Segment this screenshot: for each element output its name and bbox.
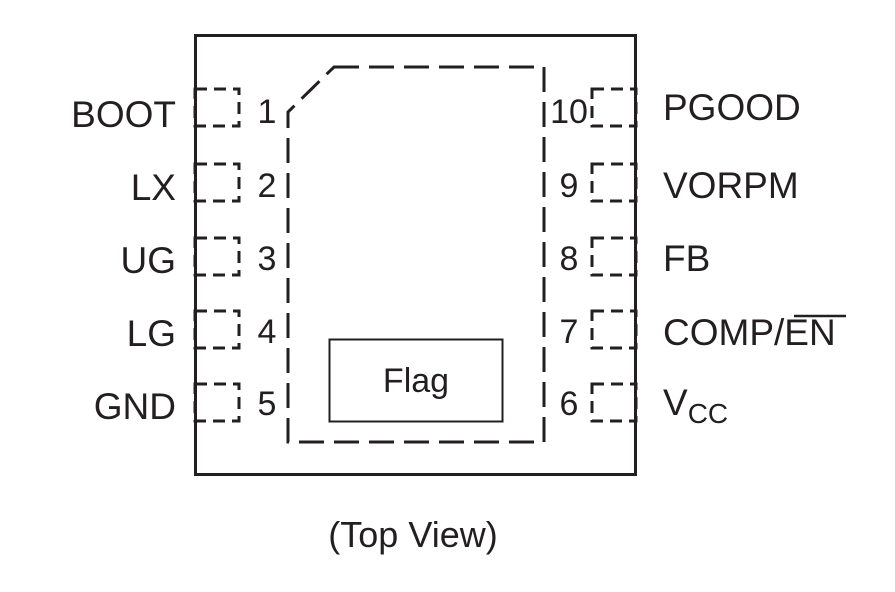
pin-pad bbox=[590, 382, 638, 423]
view-caption: (Top View) bbox=[328, 514, 497, 555]
pin-number: 1 bbox=[258, 93, 277, 131]
pin-name-subscript: CC bbox=[688, 398, 728, 429]
pin-number: 7 bbox=[560, 313, 579, 351]
pin-10-right: 10 PGOOD bbox=[550, 87, 801, 131]
pin-name: GND bbox=[94, 386, 176, 427]
pin-name-vcc: VCC bbox=[663, 382, 728, 429]
pin-9-right: 9 VORPM bbox=[560, 162, 799, 206]
pin-name: V bbox=[663, 382, 688, 423]
pin-5-left: 5 GND bbox=[94, 382, 277, 427]
pin-pad bbox=[193, 382, 241, 423]
pin-3-left: 3 UG bbox=[121, 236, 277, 281]
pin-number: 4 bbox=[258, 313, 277, 351]
pin-name: FB bbox=[663, 238, 710, 279]
pin-name-overbar-text: EN bbox=[784, 312, 835, 353]
pin-1-left: 1 BOOT bbox=[71, 87, 277, 135]
pin-number: 3 bbox=[258, 240, 277, 278]
pin-name: LG bbox=[127, 313, 176, 354]
pin-number: 2 bbox=[258, 167, 277, 205]
pin-number: 8 bbox=[560, 240, 579, 278]
pin-2-left: 2 LX bbox=[131, 162, 277, 208]
pin-pad bbox=[193, 309, 241, 350]
pin-name-comp-en: COMP/EN bbox=[663, 312, 836, 353]
flag-box bbox=[328, 338, 504, 423]
pin-name: PGOOD bbox=[663, 87, 801, 128]
pin-pad bbox=[590, 236, 638, 277]
pin-name: BOOT bbox=[71, 94, 176, 135]
pin-pad bbox=[193, 236, 241, 277]
pin-number: 5 bbox=[258, 385, 277, 423]
pin-7-right: 7 COMP/EN bbox=[560, 309, 846, 353]
pin-pad bbox=[590, 87, 638, 128]
pin-pad bbox=[193, 87, 241, 128]
pin-number: 6 bbox=[560, 385, 579, 423]
pin-name: COMP/ bbox=[663, 312, 785, 353]
flag-label: Flag bbox=[383, 362, 449, 400]
exposed-pad-outline bbox=[286, 65, 546, 444]
pin-number: 10 bbox=[550, 93, 588, 131]
pin-name: VORPM bbox=[663, 165, 799, 206]
pin-pad bbox=[590, 309, 638, 350]
pin-4-left: 4 LG bbox=[127, 309, 277, 354]
pin-number: 9 bbox=[560, 167, 579, 205]
pin-pad bbox=[193, 162, 241, 203]
pin-pad bbox=[590, 162, 638, 203]
pin-name: LX bbox=[131, 167, 176, 208]
pin-6-right: 6 VCC bbox=[560, 382, 729, 429]
pin-8-right: 8 FB bbox=[560, 236, 710, 279]
pin-name: UG bbox=[121, 240, 177, 281]
